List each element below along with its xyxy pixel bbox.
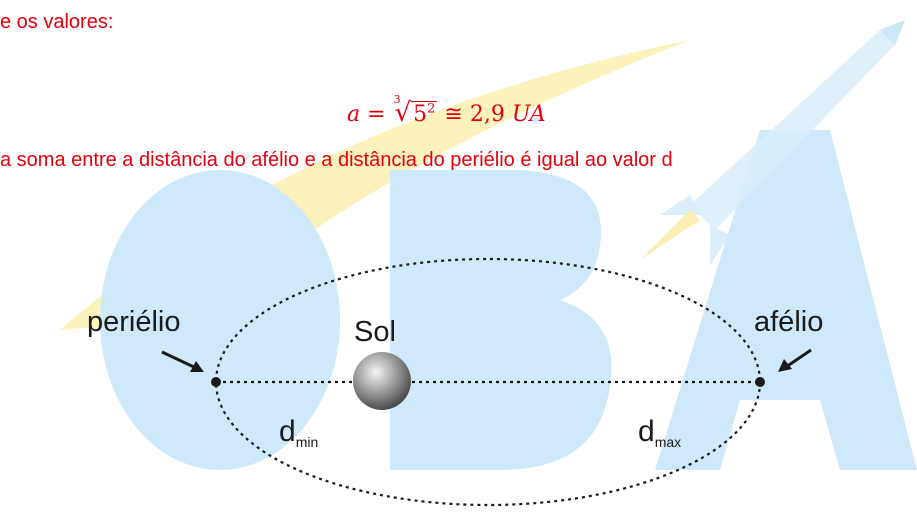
aphelion-arrow-icon [778,348,812,372]
formula-radicand-base: 5 [413,102,428,127]
sun-label: Sol [354,316,396,348]
watermark-letter-a [655,130,917,470]
dmax-label: dmax [638,415,681,450]
text-line-values: e os valores: [0,11,114,33]
aphelion-point [755,377,765,387]
rocket-icon [640,20,905,265]
formula-equals: = [367,102,386,127]
watermark-letter-b [390,170,612,470]
formula-unit: UA [511,102,546,127]
dmin-label: dmin [279,415,318,450]
formula-root-index: 3 [393,93,401,106]
aphelion-label: afélio [754,306,824,338]
dmax-sub: max [654,434,682,450]
dmin-main: d [279,415,296,448]
watermark-letter-o [100,170,340,470]
formula-lhs: a [347,102,361,127]
perihelion-label: periélio [87,306,181,338]
sun-icon [353,352,411,410]
formula-radical: 3 √52 [394,93,438,128]
formula-radicand-exp: 2 [427,101,436,117]
formula-radicand: 52 [411,101,438,127]
perihelion-arrow-icon [161,350,204,372]
dmax-main: d [638,415,655,448]
formula-value: 2,9 [469,102,505,127]
radical-icon: √ [394,98,412,128]
perihelion-point [211,377,221,387]
formula-approx: ≅ [444,102,463,127]
formula-semi-major-axis: a = 3 √52 ≅ 2,9 UA [347,93,546,128]
text-line-sum: a soma entre a distância do afélio e a d… [0,149,673,171]
dmin-sub: min [295,434,319,450]
